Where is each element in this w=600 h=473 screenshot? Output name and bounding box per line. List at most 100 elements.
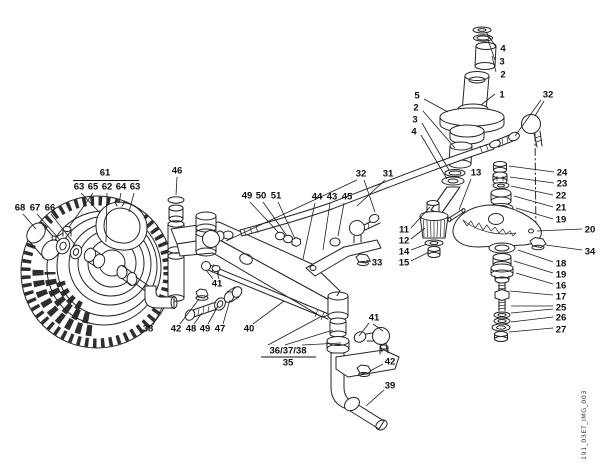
cap-24 xyxy=(493,161,507,167)
leader-line xyxy=(337,202,345,237)
part-label-65: 65 xyxy=(88,182,99,193)
leader-line xyxy=(508,327,554,333)
pin-13 xyxy=(448,208,464,219)
sector-plate-20 xyxy=(452,204,542,248)
centerline xyxy=(534,133,537,237)
leader-line xyxy=(152,307,163,326)
nut-27 xyxy=(494,331,508,337)
nut-15 xyxy=(427,246,441,252)
leader-line xyxy=(480,93,496,106)
leader-line xyxy=(68,192,94,228)
leader-line xyxy=(510,185,554,196)
part-label-22: 22 xyxy=(556,191,567,202)
part-label-35: 35 xyxy=(283,358,294,369)
fastener-parts-left xyxy=(184,261,332,321)
ball-joint-32-right xyxy=(521,114,541,134)
part-label-62: 62 xyxy=(102,182,113,193)
leader-line xyxy=(513,260,554,274)
leader-line xyxy=(225,179,358,242)
leader-line xyxy=(365,389,385,407)
leader-line xyxy=(363,179,376,213)
part-label-3: 3 xyxy=(499,57,504,68)
washer-14 xyxy=(424,239,444,247)
hub-cap-parts xyxy=(26,222,106,269)
leader-line xyxy=(216,270,220,280)
part-label-63: 63 xyxy=(130,182,141,193)
tire-tread-blocks xyxy=(32,266,93,337)
bushing-46 xyxy=(168,204,184,212)
leader-line xyxy=(513,195,554,208)
part-label-31: 31 xyxy=(383,169,394,180)
leader-line xyxy=(423,98,449,113)
snap-ring-46 xyxy=(167,196,185,204)
part-label-66: 66 xyxy=(45,203,56,214)
wheel-cover xyxy=(51,201,149,251)
nut-23 xyxy=(492,171,508,179)
steering-pinion xyxy=(419,200,466,258)
part-label-26: 26 xyxy=(556,313,567,324)
washer-4-top xyxy=(472,26,492,34)
leader-line xyxy=(36,213,61,241)
bushing-2-top xyxy=(475,42,497,50)
leader-line xyxy=(22,213,37,230)
washer-66 xyxy=(69,244,83,260)
washer-22 xyxy=(492,182,510,189)
part-label-61: 61 xyxy=(100,168,111,179)
part-label-40: 40 xyxy=(244,324,255,335)
part-label-49: 49 xyxy=(242,191,253,202)
part-label-51: 51 xyxy=(271,191,282,202)
leader-line xyxy=(175,176,178,196)
beam-hole xyxy=(239,253,253,265)
part-label-42: 42 xyxy=(171,324,182,335)
ball-socket-41 xyxy=(353,331,367,343)
leader-line xyxy=(510,316,554,323)
leader-line xyxy=(410,251,430,262)
leader-line xyxy=(358,322,370,337)
part-label-19: 19 xyxy=(556,270,567,281)
part-label-2: 2 xyxy=(413,103,418,114)
leader-line xyxy=(284,329,334,346)
part-label-16: 16 xyxy=(556,281,567,292)
leader-line xyxy=(545,244,583,251)
watermark-text: 191_03ET_IMG_003 xyxy=(580,390,588,460)
leader-line xyxy=(222,299,231,325)
part-label-19: 19 xyxy=(556,215,567,226)
part-label-25: 25 xyxy=(556,303,567,314)
leader-line xyxy=(410,206,431,229)
part-label-42: 42 xyxy=(385,357,396,368)
part-label-46: 46 xyxy=(172,166,183,177)
part-label-50: 50 xyxy=(256,191,267,202)
gear-teeth xyxy=(462,219,517,237)
leader-line xyxy=(421,122,450,171)
part-label-5: 5 xyxy=(414,91,420,102)
leader-line xyxy=(179,298,200,325)
leader-line xyxy=(515,272,554,285)
ball-joint-32-left xyxy=(202,230,220,248)
part-label-68: 68 xyxy=(15,203,26,214)
leader-line xyxy=(487,39,496,61)
bushing-21 xyxy=(490,188,512,198)
leader-line xyxy=(485,31,497,48)
column-tube-1 xyxy=(464,71,490,81)
part-label-33: 33 xyxy=(372,258,383,269)
sector-gear xyxy=(452,161,547,342)
bushing-19-low xyxy=(492,253,512,261)
part-label-21: 21 xyxy=(556,203,567,214)
leader-line xyxy=(193,312,203,325)
ball-joint-41 xyxy=(201,261,211,271)
part-label-4: 4 xyxy=(411,127,417,138)
leader-line xyxy=(515,207,554,220)
leader-line xyxy=(356,179,386,207)
leader-line xyxy=(322,202,331,251)
leader-line xyxy=(301,342,342,346)
part-label-23: 23 xyxy=(557,179,568,190)
part-label-3: 3 xyxy=(412,115,417,126)
part-label-32: 32 xyxy=(356,169,367,180)
leader-line xyxy=(207,305,219,325)
leader-line xyxy=(491,55,497,73)
leader-line xyxy=(422,110,456,149)
leader-line xyxy=(118,192,122,204)
leader-line xyxy=(50,213,77,247)
